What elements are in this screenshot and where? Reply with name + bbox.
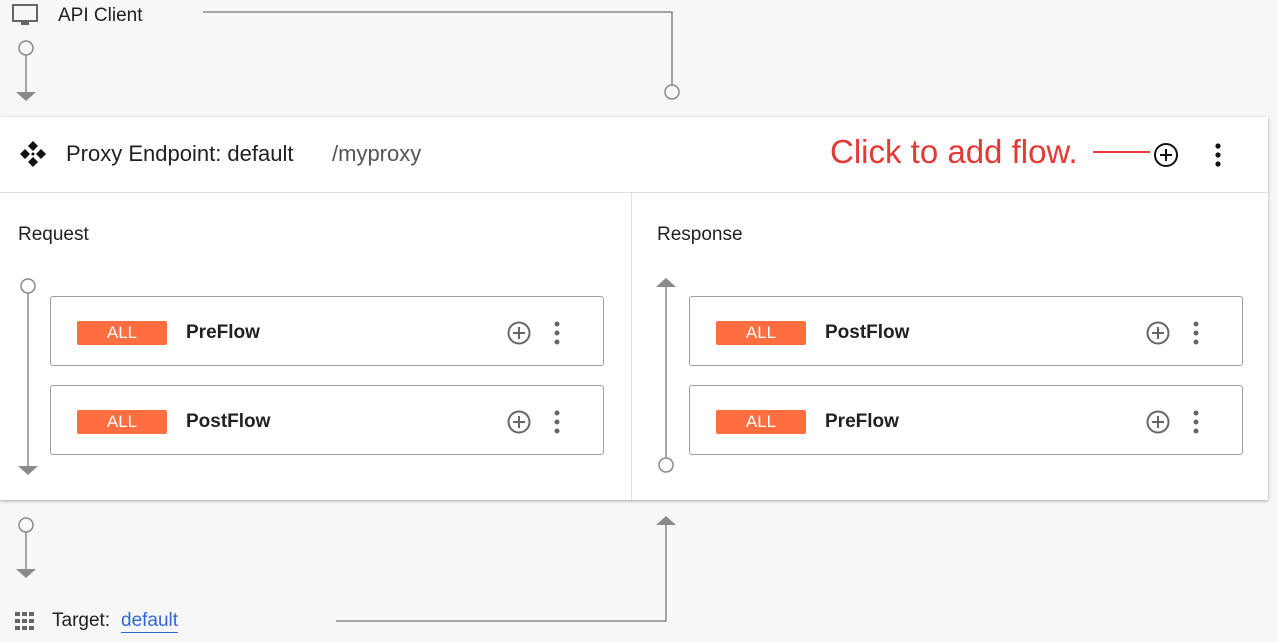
flow-name: PreFlow <box>825 411 899 432</box>
response-label: Response <box>657 224 743 245</box>
condition-badge: ALL <box>77 321 167 345</box>
api-client-label: API Client <box>58 5 143 26</box>
response-flow-postflow[interactable]: ALL PostFlow <box>689 296 1243 366</box>
condition-badge: ALL <box>77 410 167 434</box>
more-options-icon[interactable] <box>549 321 565 345</box>
flow-name: PostFlow <box>825 322 910 343</box>
add-step-button[interactable] <box>1146 410 1170 434</box>
column-divider <box>631 193 632 500</box>
proxy-diamond-icon <box>20 141 46 172</box>
flow-name: PreFlow <box>186 322 260 343</box>
request-flow-preflow[interactable]: ALL PreFlow <box>50 296 604 366</box>
target-label: Target: <box>52 610 111 631</box>
add-step-button[interactable] <box>1146 321 1170 345</box>
grid-icon <box>15 612 35 635</box>
request-flow-postflow[interactable]: ALL PostFlow <box>50 385 604 455</box>
more-options-icon[interactable] <box>549 410 565 434</box>
add-flow-button[interactable] <box>1153 142 1179 173</box>
proxy-endpoint-title: Proxy Endpoint: default <box>66 141 294 166</box>
more-options-icon[interactable] <box>1210 142 1226 173</box>
annotation-line <box>1093 151 1150 153</box>
more-options-icon[interactable] <box>1188 321 1204 345</box>
monitor-icon <box>12 4 38 31</box>
target-default-link[interactable]: default <box>121 610 179 633</box>
add-step-button[interactable] <box>507 410 531 434</box>
condition-badge: ALL <box>716 321 806 345</box>
flow-name: PostFlow <box>186 411 271 432</box>
proxy-base-path: /myproxy <box>332 141 422 166</box>
request-label: Request <box>18 224 89 245</box>
response-flow-preflow[interactable]: ALL PreFlow <box>689 385 1243 455</box>
add-flow-annotation: Click to add flow. <box>830 133 1078 170</box>
condition-badge: ALL <box>716 410 806 434</box>
proxy-endpoint-card: Proxy Endpoint: default /myproxy Click t… <box>0 117 1268 500</box>
header-divider <box>0 192 1268 193</box>
add-step-button[interactable] <box>507 321 531 345</box>
more-options-icon[interactable] <box>1188 410 1204 434</box>
